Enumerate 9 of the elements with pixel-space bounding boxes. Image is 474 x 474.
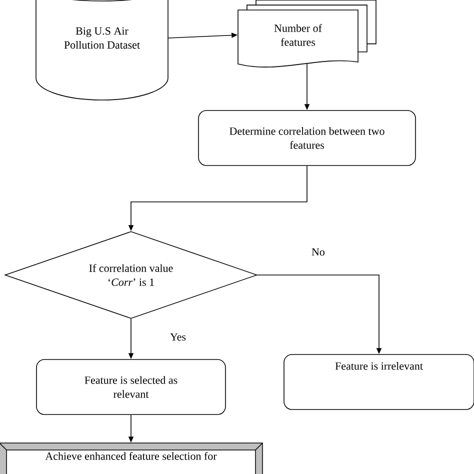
edge-label: Yes bbox=[169, 332, 187, 342]
node-label: Big U.S Air Pollution Dataset bbox=[64, 27, 140, 49]
process-box: Determine correlation between two features bbox=[198, 110, 416, 166]
document-stack: Number of features bbox=[238, 0, 376, 68]
terminal-box: Achieve enhanced feature selection for bbox=[0, 442, 263, 474]
edge-label: No bbox=[310, 247, 326, 257]
process-box: Feature is irrelevant bbox=[284, 354, 474, 410]
process-box: Feature is selected as relevant bbox=[36, 359, 226, 415]
database-cylinder: Big U.S Air Pollution Dataset bbox=[36, 0, 168, 100]
